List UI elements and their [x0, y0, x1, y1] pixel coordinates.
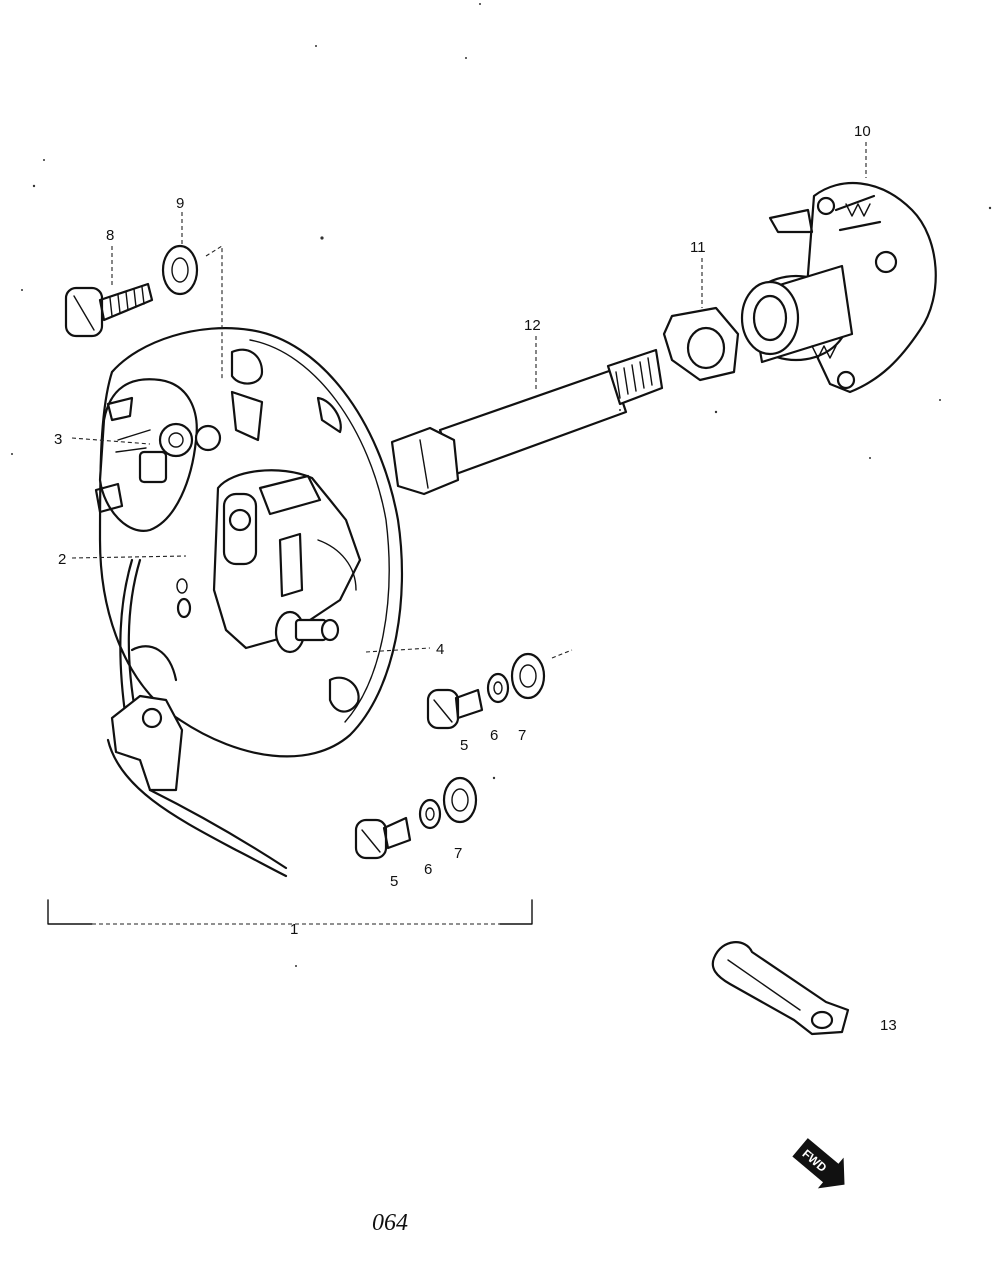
callout-7-lower: 7 [454, 845, 462, 862]
callout-6-lower: 6 [424, 861, 432, 878]
washer-part-9 [161, 244, 199, 296]
screw-washer-set-upper [426, 652, 546, 730]
screw-washer-set-lower [354, 776, 478, 860]
callout-9: 9 [176, 195, 184, 212]
callout-4: 4 [436, 641, 444, 658]
callout-7-upper: 7 [518, 727, 526, 744]
callout-5-lower: 5 [390, 873, 398, 890]
callout-8: 8 [106, 227, 114, 244]
breaker-arm-assembly [212, 469, 362, 654]
callout-1: 1 [290, 921, 298, 938]
advancer-part-10 [740, 182, 937, 394]
bolt-part-8 [64, 282, 154, 338]
callout-13: 13 [880, 1017, 897, 1034]
lead-clamp-part-13 [711, 941, 850, 1036]
page-code: 064 [372, 1210, 408, 1236]
shaft-part-12 [390, 348, 664, 496]
callout-10: 10 [854, 123, 871, 140]
forward-direction-badge: FWD [792, 1138, 845, 1189]
callout-3: 3 [54, 431, 62, 448]
contact-point-set-part-3 [94, 378, 222, 532]
callout-2: 2 [58, 551, 66, 568]
leader-lines [71, 142, 867, 659]
assembly-bracket-part-1 [47, 899, 533, 925]
callout-5-upper: 5 [460, 737, 468, 754]
lead-wire [106, 558, 288, 878]
nut-part-11 [662, 306, 740, 382]
callout-12: 12 [524, 317, 541, 334]
callout-6-upper: 6 [490, 727, 498, 744]
scan-specks [11, 3, 992, 967]
callout-11: 11 [690, 239, 706, 256]
